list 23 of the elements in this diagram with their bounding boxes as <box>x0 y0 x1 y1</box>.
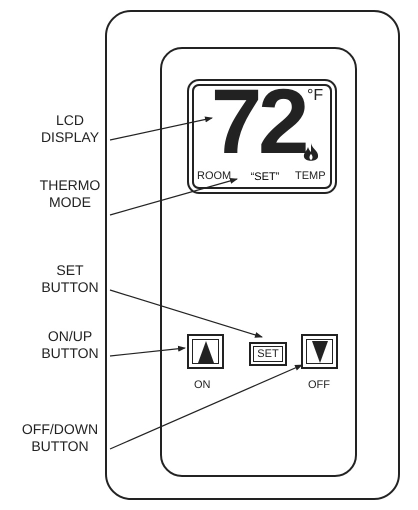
mode-label: “SET” <box>243 171 287 187</box>
button-caption: OFF <box>308 379 330 391</box>
leader-line <box>110 346 186 357</box>
leader-line <box>110 178 238 216</box>
temperature-reading: 72 <box>211 77 306 167</box>
up-button <box>187 334 224 369</box>
mode-label: TEMP <box>295 170 326 182</box>
leader-line <box>110 116 213 141</box>
callout-label: OFF/DOWN BUTTON <box>10 421 110 457</box>
device-body <box>105 10 400 500</box>
leader-line <box>110 289 263 338</box>
callout-label: ON/UP BUTTON <box>30 328 110 364</box>
down-button <box>301 334 338 369</box>
leader-line <box>110 364 303 450</box>
callout-label: LCD DISPLAY <box>30 112 110 148</box>
button-caption: ON <box>194 379 210 391</box>
callout-label: SET BUTTON <box>30 262 110 298</box>
mode-label: ROOM <box>197 170 232 182</box>
lcd-screen <box>187 79 337 194</box>
control-panel <box>160 47 357 477</box>
callout-label: THERMO MODE <box>30 177 110 223</box>
unit-label: °F <box>307 87 324 105</box>
set-button: SET <box>249 342 287 366</box>
